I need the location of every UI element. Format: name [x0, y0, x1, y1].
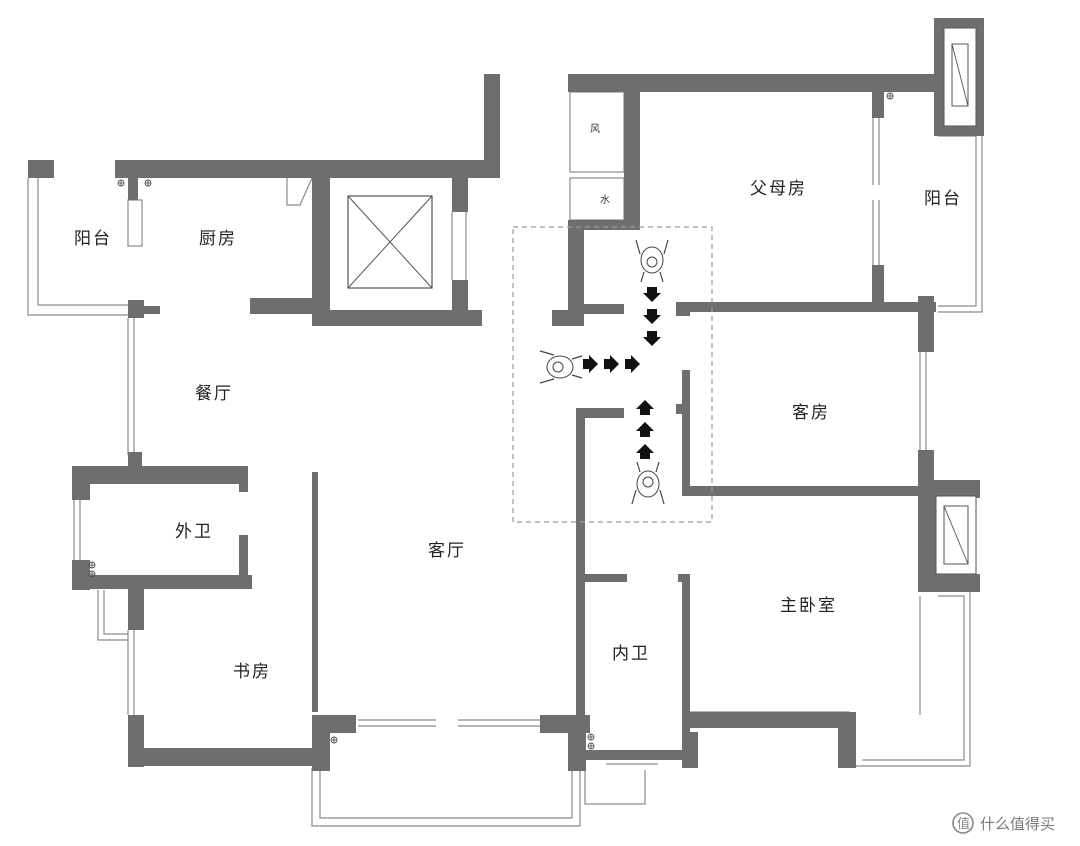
label-air-shaft: 风 [590, 123, 600, 135]
socket-icons [88, 92, 894, 750]
label-study: 书房 [233, 662, 271, 682]
person-icon-left [539, 350, 583, 384]
svg-text:值: 值 [957, 816, 970, 832]
label-guest-bath: 外卫 [175, 522, 213, 542]
socket-icon [587, 733, 595, 741]
socket-icon [88, 570, 96, 578]
socket-icon [144, 179, 152, 187]
person-icon-bottom [631, 461, 665, 505]
label-master-bedroom: 主卧室 [780, 596, 837, 616]
person-icon-top [635, 239, 669, 283]
arrow-right-icon [625, 355, 640, 373]
room-labels: 阳台 厨房 餐厅 外卫 书房 客厅 父母房 阳台 客房 主卧室 内卫 风 水 [74, 123, 962, 682]
elevator [347, 195, 433, 289]
watermark-text: 什么值得买 [980, 815, 1055, 833]
label-guest-room: 客房 [792, 403, 830, 423]
label-parents-room: 父母房 [750, 179, 807, 199]
circulation-zone [512, 226, 713, 523]
watermark: 值 什么值得买 [952, 812, 1055, 834]
socket-icon [117, 179, 125, 187]
label-living: 客厅 [428, 541, 466, 561]
arrow-up-icon [636, 400, 654, 415]
arrow-right-icon [604, 355, 619, 373]
arrow-down-icon [643, 331, 661, 346]
label-water-shaft: 水 [600, 194, 610, 206]
arrow-right-icon [583, 355, 598, 373]
socket-icon [330, 736, 338, 744]
label-balcony-east: 阳台 [924, 189, 962, 209]
value-logo-icon: 值 [952, 812, 974, 834]
label-kitchen: 厨房 [199, 229, 237, 249]
arrow-up-icon [636, 444, 654, 459]
socket-icon [886, 92, 894, 100]
socket-icon [88, 561, 96, 569]
label-dining: 餐厅 [195, 384, 233, 404]
arrow-down-icon [643, 287, 661, 302]
arrow-up-icon [636, 422, 654, 437]
ac-unit-master [935, 495, 977, 575]
ac-unit-east [943, 27, 977, 127]
walls [28, 18, 984, 771]
arrow-down-icon [643, 309, 661, 324]
socket-icon [587, 742, 595, 750]
thin-outlines [27, 91, 983, 827]
label-balcony-west: 阳台 [74, 229, 112, 249]
flow-arrows [583, 287, 661, 459]
label-inner-bath: 内卫 [612, 644, 650, 664]
